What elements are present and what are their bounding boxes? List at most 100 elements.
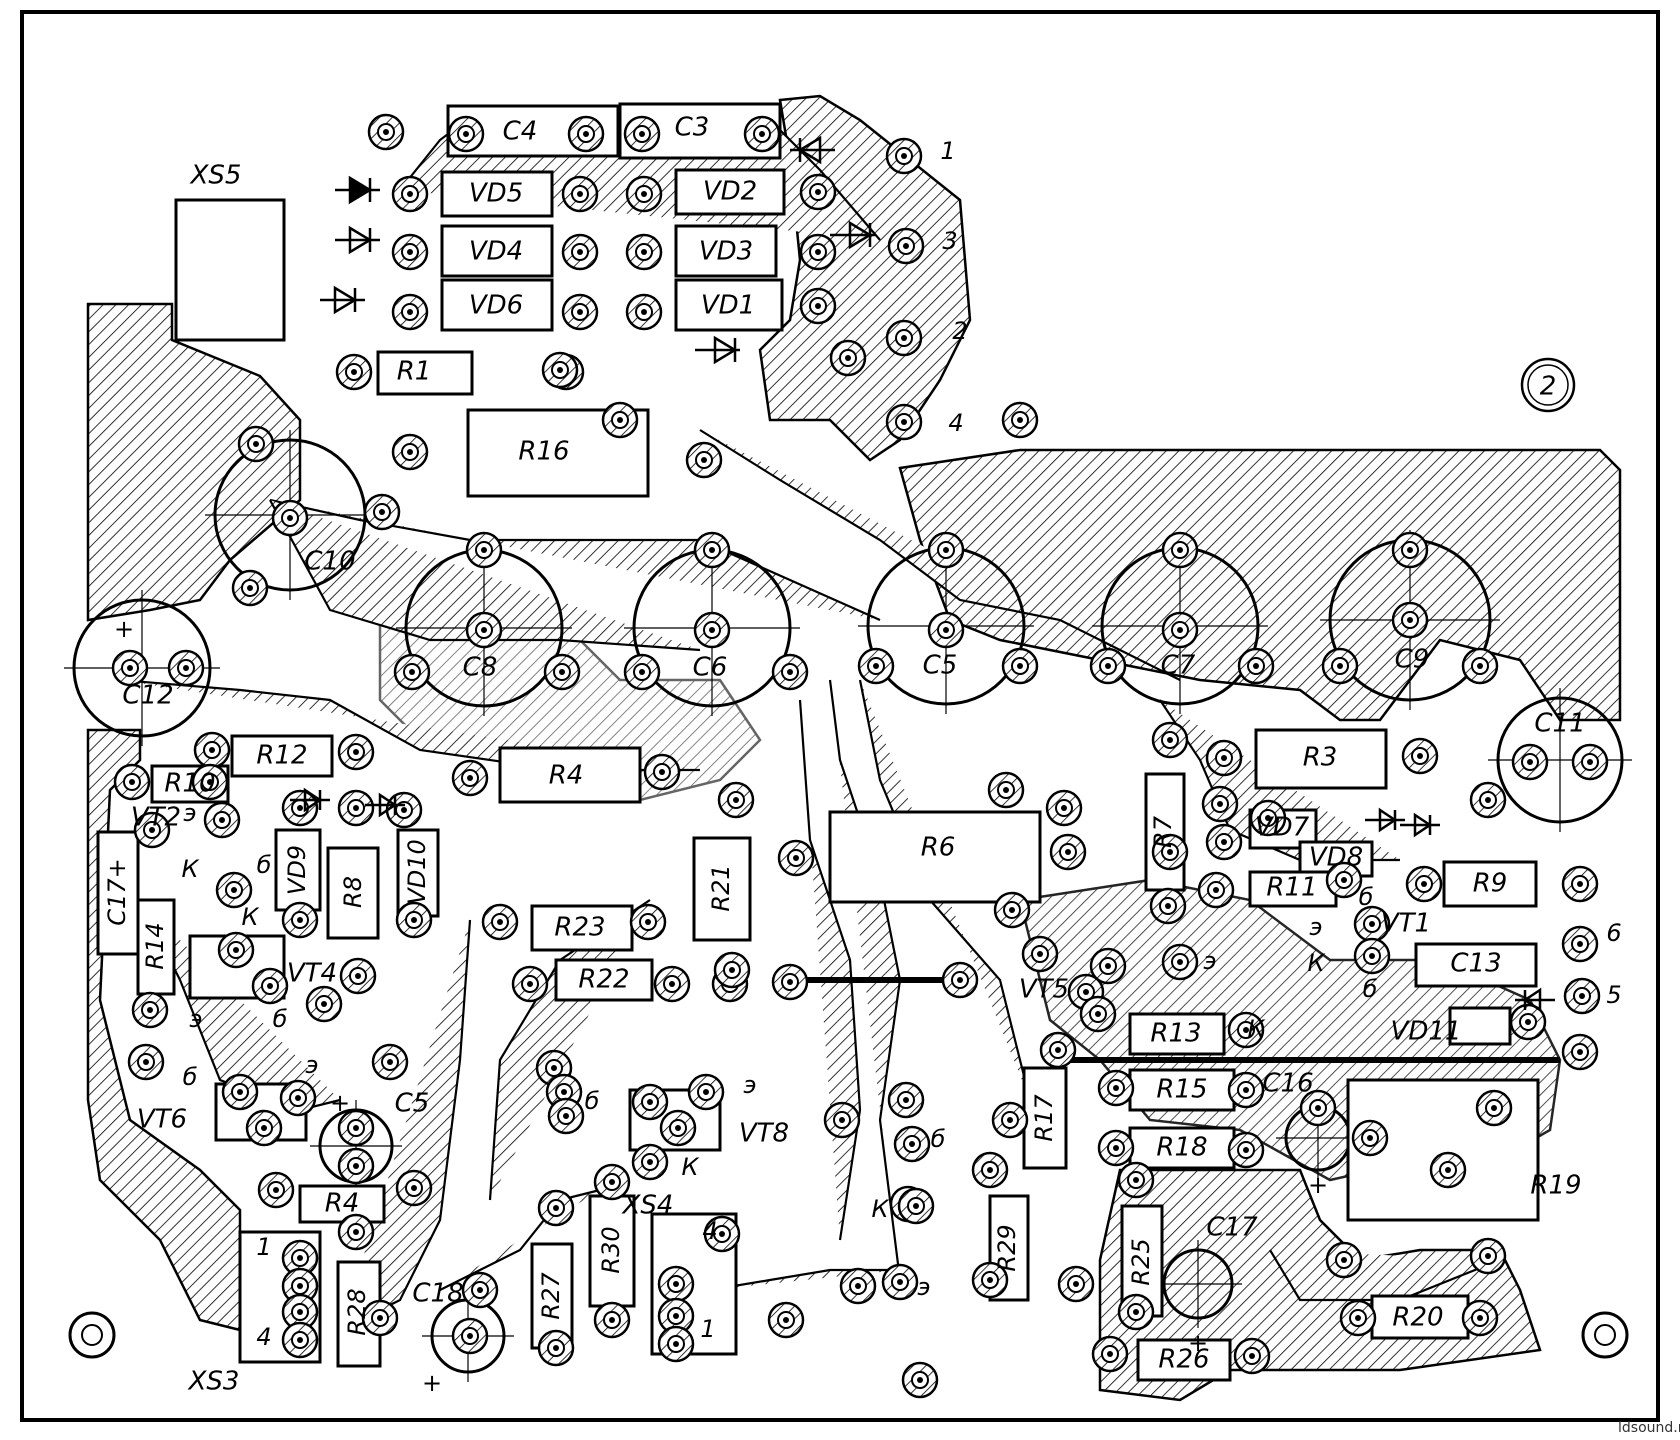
label-r28: R28	[343, 1288, 371, 1335]
pin-label-vt7-b: б	[931, 1125, 946, 1153]
pin-label-vt8-e: э	[743, 1071, 756, 1099]
pin-label-vt1-e: э	[1309, 913, 1322, 941]
label-c17b: C17	[1206, 1213, 1258, 1243]
body-r17	[1022, 1066, 1068, 1170]
pad-drill	[1105, 963, 1111, 969]
pad-drill	[815, 303, 821, 309]
pin-label-top-4: 4	[948, 409, 963, 437]
pad-drill	[1485, 1253, 1491, 1259]
body-r15	[1128, 1068, 1236, 1112]
figure-number: 2	[1520, 357, 1576, 413]
pad-drill	[1243, 1027, 1249, 1033]
pad-drill	[1243, 1147, 1249, 1153]
pad-drill	[297, 1337, 303, 1343]
body-r8	[326, 846, 380, 940]
pad-drill	[297, 1283, 303, 1289]
pad-drill	[401, 807, 407, 813]
pad-drill	[855, 1283, 861, 1289]
pad-drill	[901, 335, 907, 341]
body-vd11	[1448, 1006, 1512, 1046]
label-vt2: VT2	[131, 803, 181, 833]
pad-drill	[553, 1345, 559, 1351]
pad-drill	[1221, 755, 1227, 761]
pad-drill	[273, 1187, 279, 1193]
pin-label-vt1-b: б	[1359, 883, 1374, 911]
label-vd1: VD1	[701, 291, 755, 321]
pin-label-vt8-b: б	[585, 1087, 600, 1115]
pad-drill	[1265, 815, 1271, 821]
pad-drill	[957, 977, 963, 983]
figure-number-text: 2	[1540, 372, 1557, 402]
pad-drill	[1105, 663, 1111, 669]
label-r14: R14	[141, 922, 169, 969]
label-c12: C12	[122, 681, 173, 711]
label-r3: R3	[1303, 743, 1338, 773]
body-r1	[376, 350, 474, 396]
pad-drill	[703, 1089, 709, 1095]
pad-drill	[617, 417, 623, 423]
label-r21: R21	[707, 864, 735, 911]
pad-drill	[903, 243, 909, 249]
pin-label-top-3: 3	[942, 227, 957, 255]
pad-drill	[1113, 1085, 1119, 1091]
pad-drill	[909, 1141, 915, 1147]
pad-drill	[1341, 877, 1347, 883]
body-r26	[1136, 1338, 1232, 1382]
pad-drill	[759, 131, 765, 137]
label-r8: R8	[339, 876, 367, 908]
pads	[111, 113, 1609, 1399]
body-r21	[692, 836, 752, 942]
pad-drill	[377, 1315, 383, 1321]
pad-drill	[639, 131, 645, 137]
pad-drill	[247, 585, 253, 591]
label-r16: R16	[518, 437, 569, 467]
body-vd3	[674, 224, 778, 278]
pad-drill	[353, 749, 359, 755]
label-r4a: R4	[549, 761, 584, 791]
label-r26: R26	[1158, 1345, 1209, 1375]
label-r11: R11	[1266, 873, 1317, 903]
body-r3	[1254, 728, 1388, 790]
pin-label-plus-c17: +	[1188, 1329, 1208, 1357]
pad-drill	[675, 1125, 681, 1131]
label-r22: R22	[578, 965, 629, 995]
label-xs5: XS5	[189, 161, 242, 191]
pad-drill	[183, 665, 189, 671]
pad-drill	[467, 1333, 473, 1339]
label-r15: R15	[1156, 1075, 1207, 1105]
body-vd1	[674, 278, 784, 332]
pad-drill	[1177, 959, 1183, 965]
label-c18: C18	[412, 1279, 463, 1309]
pad-drill	[233, 947, 239, 953]
label-vd8: VD8	[1309, 843, 1363, 873]
diode-symbols	[290, 135, 1555, 1013]
pad-drill	[321, 1001, 327, 1007]
pad-drill	[1577, 1049, 1583, 1055]
pad-drill	[1477, 663, 1483, 669]
body-vd4	[440, 224, 554, 278]
label-vt6: VT6	[137, 1105, 187, 1135]
pad-drill	[149, 827, 155, 833]
pad-drill	[1167, 737, 1173, 743]
pad-drill	[407, 449, 413, 455]
jumpers	[790, 977, 1560, 1063]
pin-label-vt4-b: б	[273, 1005, 288, 1033]
pad-drill	[297, 1309, 303, 1315]
pad-drill	[783, 1317, 789, 1323]
pad-drill	[659, 769, 665, 775]
pad-drill	[1165, 903, 1171, 909]
pad-drill	[709, 547, 715, 553]
pad-drill	[609, 1317, 615, 1323]
label-r1: R1	[397, 357, 432, 387]
pad-drill	[209, 747, 215, 753]
pad-drill	[815, 249, 821, 255]
pin-label-vt5-k: К	[1247, 1015, 1265, 1043]
pad-drill	[647, 1159, 653, 1165]
label-r18: R18	[1156, 1133, 1207, 1163]
pad-drill	[729, 967, 735, 973]
pin-label-vt4-k: К	[241, 903, 259, 931]
pad-drill	[407, 309, 413, 315]
pad-drill	[639, 669, 645, 675]
pad-drill	[673, 1341, 679, 1347]
